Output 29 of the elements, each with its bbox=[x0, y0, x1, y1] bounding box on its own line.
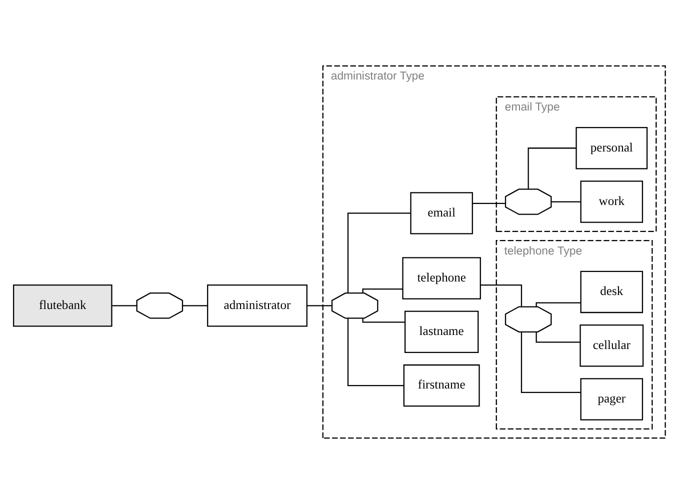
connector bbox=[362, 318, 404, 322]
connector bbox=[112, 304, 136, 306]
node-box: flutebank bbox=[12, 284, 112, 326]
node-box: personal bbox=[575, 126, 648, 169]
connector bbox=[182, 304, 207, 306]
connector bbox=[551, 200, 580, 202]
node-box: telephone bbox=[402, 256, 480, 299]
connector bbox=[362, 288, 402, 292]
connector bbox=[527, 147, 576, 188]
connector bbox=[346, 318, 404, 386]
node-box: work bbox=[580, 180, 643, 222]
connector bbox=[346, 212, 410, 292]
node-octagon bbox=[504, 306, 552, 332]
connector bbox=[535, 332, 580, 342]
node-box: cellular bbox=[579, 324, 644, 366]
node-octagon bbox=[136, 292, 183, 318]
connector bbox=[472, 202, 504, 204]
node-box: desk bbox=[580, 270, 643, 313]
node-box: email bbox=[410, 192, 472, 234]
node-octagon bbox=[330, 292, 378, 318]
node-box: administrator bbox=[206, 284, 307, 326]
node-octagon bbox=[504, 188, 552, 214]
node-box: pager bbox=[580, 378, 643, 420]
connector bbox=[480, 284, 522, 306]
connector bbox=[306, 304, 332, 306]
node-box: firstname bbox=[402, 364, 480, 406]
node-box: lastname bbox=[404, 310, 478, 353]
connector bbox=[520, 332, 580, 392]
connector bbox=[535, 302, 580, 306]
